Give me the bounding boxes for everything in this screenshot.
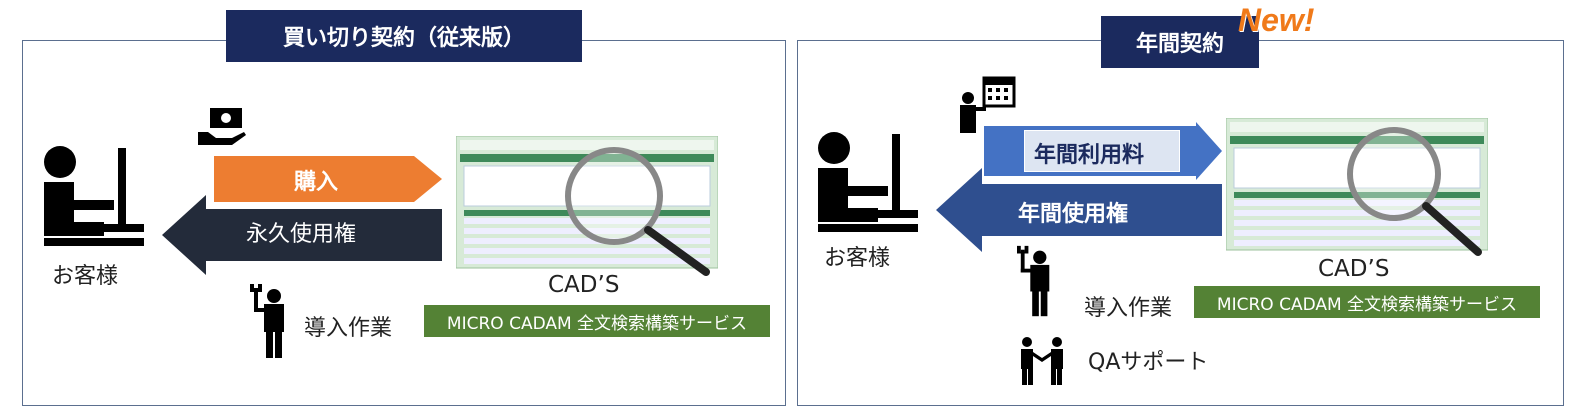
right-title: 年間契約 <box>1101 16 1259 68</box>
software-screenshot <box>456 136 718 276</box>
customer-icon <box>44 146 144 246</box>
left-license-label: 永久使用権 <box>246 222 357 247</box>
money-hand-icon <box>198 108 246 145</box>
left-product-label: CAD’S <box>548 272 620 298</box>
right-service-bar: MICRO CADAM 全文検索構築サービス <box>1194 286 1540 318</box>
right-license-label: 年間使用権 <box>1018 202 1129 227</box>
purchase-arrow <box>214 156 442 202</box>
worker-icon-right <box>1017 245 1050 317</box>
fee-label-box <box>1024 130 1180 172</box>
right-license-arrow <box>936 168 1222 252</box>
fee-label: 年間利用料 <box>1034 143 1145 168</box>
license-arrow <box>162 195 442 275</box>
handshake-icon <box>1021 337 1063 385</box>
customer-icon-right <box>818 132 918 232</box>
calendar-person-icon <box>960 76 1016 133</box>
software-screenshot-right <box>1226 118 1488 256</box>
worker-icon <box>250 284 284 358</box>
right-product-label: CAD’S <box>1318 256 1390 282</box>
left-title: 買い切り契約（従来版） <box>226 10 582 62</box>
new-badge: New! <box>1238 2 1315 38</box>
left-customer-label: お客様 <box>52 264 119 289</box>
left-service-bar: MICRO CADAM 全文検索構築サービス <box>424 305 770 337</box>
left-setup-label: 導入作業 <box>304 316 393 341</box>
purchase-label: 購入 <box>294 170 339 195</box>
right-setup-label: 導入作業 <box>1084 296 1173 321</box>
right-customer-label: お客様 <box>824 246 891 271</box>
support-label: QAサポート <box>1088 350 1209 375</box>
